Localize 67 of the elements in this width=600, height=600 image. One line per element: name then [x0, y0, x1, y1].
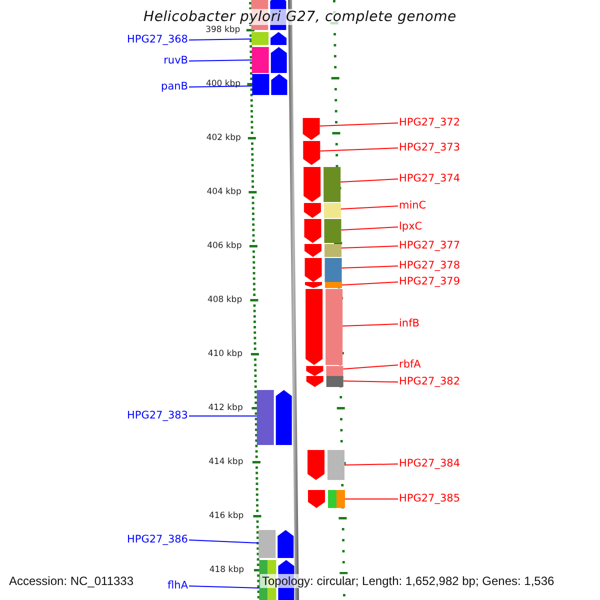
gene-drawing [252, 74, 288, 95]
scale-label: 410 kbp [208, 349, 242, 359]
leader-line [320, 148, 398, 152]
leader-line [188, 540, 260, 544]
gene-drawing [305, 282, 342, 288]
gene-drawing [302, 118, 320, 140]
gene-label: HPG27_386 [126, 534, 188, 546]
gene-label: flhA [168, 580, 188, 592]
leader-line [319, 122, 398, 126]
gene-label: HPG27_383 [126, 410, 188, 422]
gene-label: ruvB [164, 54, 188, 68]
gene-label: infB [399, 318, 420, 330]
leader-line [344, 498, 398, 500]
leader-line [341, 246, 398, 248]
gene-label: HPG27_377 [399, 240, 460, 252]
gene-drawing [304, 258, 342, 282]
leader-line [341, 266, 398, 268]
gene-label: HPG27_384 [399, 458, 460, 470]
scale-label: 412 kbp [208, 403, 243, 413]
gene-drawing [306, 366, 344, 376]
leader-line [342, 364, 398, 370]
topology-note: Topology: circular; Length: 1,652,982 bp; Genes: 1,536 [260, 574, 556, 588]
gene-drawing [308, 450, 344, 480]
gene-drawing [256, 390, 292, 445]
gene-label: HPG27_385 [399, 492, 460, 506]
gene-label: HPG27_379 [399, 276, 460, 288]
gene-label: minC [399, 200, 426, 212]
title: Helicobacter pylori G27, complete genome [142, 9, 458, 25]
scale-label: 404 kbp [206, 187, 242, 197]
scale-label: 416 kbp [208, 511, 244, 521]
leader-line [340, 226, 398, 230]
scale-label: 398 kbp [206, 25, 240, 35]
gene-drawing [304, 244, 342, 257]
gene-drawing [303, 141, 320, 165]
gene-label: panB [161, 80, 188, 94]
gene-label: HPG27_378 [399, 260, 460, 272]
scale-label: 406 kbp [207, 241, 242, 251]
gene-drawing [252, 32, 287, 45]
scale-label: 414 kbp [208, 457, 244, 467]
gene-drawing [304, 167, 341, 202]
leader-line [342, 282, 398, 286]
gene-label: rbfA [399, 358, 421, 372]
scale-label: 402 kbp [206, 133, 241, 143]
gene-drawing [306, 376, 344, 387]
leader-line [188, 38, 252, 40]
gene-label: HPG27_368 [126, 34, 188, 46]
leader-line [188, 586, 260, 588]
gene-drawing [304, 219, 342, 243]
leader-line [344, 464, 398, 466]
gene-label: lpxC [399, 220, 422, 234]
gene-label: HPG27_382 [399, 376, 460, 388]
leader-line [340, 206, 398, 210]
gene-label: HPG27_373 [399, 142, 460, 154]
gene-drawing [306, 289, 343, 365]
gene-label: HPG27_372 [399, 116, 460, 130]
leader-line [342, 324, 398, 326]
leader-line [342, 380, 398, 382]
scale-label: 408 kbp [207, 295, 242, 305]
leader-line [188, 60, 252, 62]
gene-drawing [308, 490, 345, 508]
scale-label: 418 kbp [209, 565, 244, 575]
gene-drawing [304, 203, 341, 218]
gene-drawing [252, 47, 287, 73]
leader-line [340, 178, 398, 182]
gene-drawing [258, 530, 294, 558]
gene-label: HPG27_374 [399, 172, 460, 186]
accession-note: Accession: NC_011333 [8, 574, 135, 588]
